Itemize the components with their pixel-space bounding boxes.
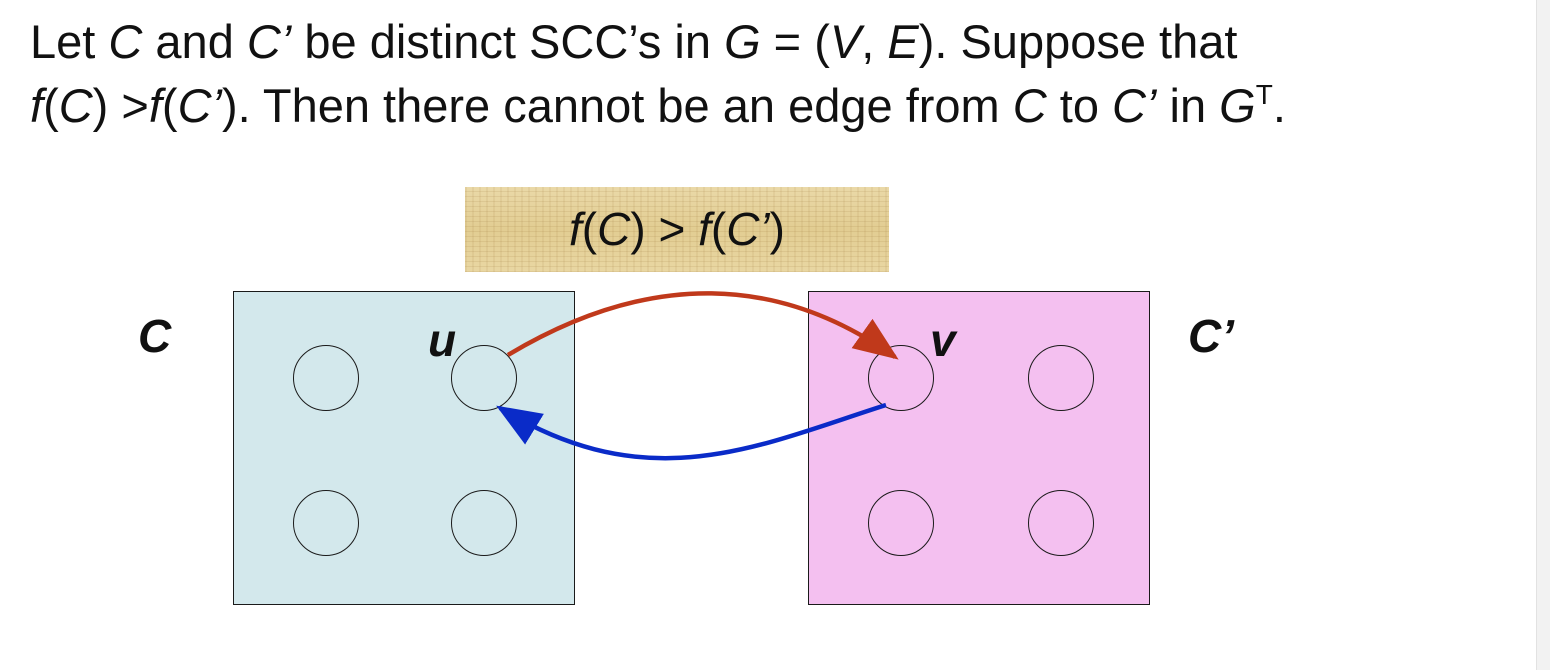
- statement-line-2: f(C) >f(C’). Then there cannot be an edg…: [30, 78, 1286, 134]
- text: ) >: [630, 203, 699, 255]
- text: and: [142, 15, 247, 68]
- var-f: f: [148, 79, 162, 132]
- component-c-box: [233, 291, 575, 605]
- vertex-v-label: v: [930, 314, 956, 366]
- statement-line-1: Let C and C’ be distinct SCC’s in G = (V…: [30, 14, 1237, 70]
- vertex-node: [293, 490, 359, 556]
- var-c-prime: C’: [1112, 79, 1157, 132]
- text: (: [161, 79, 178, 132]
- var-g: G: [724, 15, 761, 68]
- text: to: [1046, 79, 1113, 132]
- vertex-node: [1028, 490, 1094, 556]
- vertex-node: [1028, 345, 1094, 411]
- var-c: C: [1012, 79, 1047, 132]
- var-f: f: [698, 203, 711, 255]
- text: ,: [861, 15, 888, 68]
- text: Let: [30, 15, 109, 68]
- text: ): [769, 203, 785, 255]
- finish-time-banner: f(C) > f(C’): [465, 187, 889, 272]
- var-g: G: [1219, 79, 1256, 132]
- var-e: E: [887, 15, 919, 68]
- text: ). Suppose that: [918, 15, 1238, 68]
- var-c: C: [597, 203, 631, 255]
- component-c-label: C: [138, 310, 172, 362]
- edge-v-to-u: [496, 402, 887, 461]
- vertex-u-label: u: [428, 314, 457, 366]
- vertex-node: [868, 490, 934, 556]
- text: (: [710, 203, 727, 255]
- text: = (: [760, 15, 830, 68]
- var-v: V: [829, 15, 862, 68]
- var-c-prime: C’: [726, 203, 770, 255]
- var-f: f: [30, 79, 44, 132]
- var-f: f: [569, 203, 582, 255]
- var-c-prime: C’: [177, 79, 222, 132]
- text: be distinct SCC’s in: [291, 15, 725, 68]
- var-c: C: [108, 15, 143, 68]
- text: .: [1272, 79, 1286, 132]
- vertical-scrollbar[interactable]: [1536, 0, 1550, 670]
- vertex-node: [451, 490, 517, 556]
- vertex-node: [293, 345, 359, 411]
- superscript-t: T: [1255, 79, 1273, 110]
- text: ). Then there cannot be an edge from: [221, 79, 1013, 132]
- vertex-u-node: [451, 345, 517, 411]
- text: in: [1156, 79, 1220, 132]
- edge-u-to-v: [506, 291, 899, 360]
- var-c: C: [58, 79, 93, 132]
- text: ) >: [92, 79, 149, 132]
- var-c-prime: C’: [246, 15, 292, 68]
- text: (: [581, 203, 598, 255]
- vertex-v-node: [868, 345, 934, 411]
- text: (: [43, 79, 59, 132]
- component-c-prime-label: C’: [1188, 310, 1234, 362]
